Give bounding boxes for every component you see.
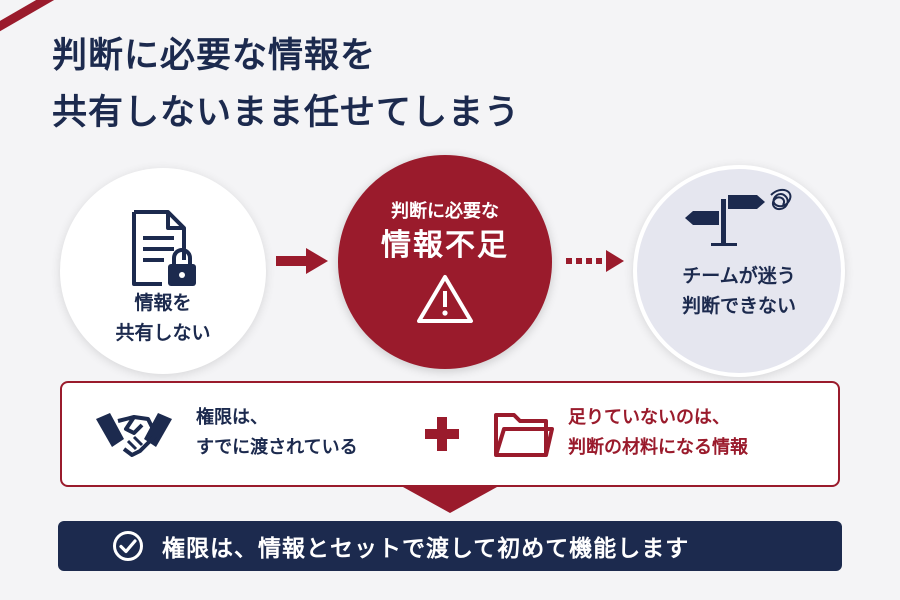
handshake-icon [96,413,172,457]
dotted-arrow-right-icon [566,250,624,272]
authority-text: 権限は、 すでに渡されている [196,403,358,463]
missing-info-line-2: 判断の材料になる情報 [568,437,748,458]
result-circle: チームが迷う 判断できない [633,165,845,377]
plus-icon [425,417,459,451]
document-lock-icon [132,210,196,286]
cause-label-line-2: 共有しない [115,322,211,344]
problem-label-small: 判断に必要な [391,201,499,222]
check-circle-icon [112,530,144,562]
cause-circle: 情報を 共有しない [60,168,266,374]
result-label-line-1: チームが迷う [682,265,796,287]
conclusion-bar: 権限は、情報とセットで渡して初めて機能します [58,521,842,571]
missing-info-text: 足りていないのは、 判断の材料になる情報 [568,403,748,463]
title-line-2: 共有しないまま任せてしまう [52,93,521,133]
cause-label-line-1: 情報を [134,292,192,314]
arrow-right-icon [276,248,328,274]
result-label-line-2: 判断できない [681,295,796,317]
conclusion-text: 権限は、情報とセットで渡して初めて機能します [162,536,690,562]
folder-icon [494,413,554,457]
missing-info-line-1: 足りていないのは、 [568,407,730,428]
problem-label-big: 情報不足 [381,228,509,263]
title-line-1: 判断に必要な情報を [52,36,377,76]
authority-line-2: すでに渡されている [196,437,358,458]
explanation-box: 権限は、 すでに渡されている 足りていないのは、 判断の材料になる情報 [60,381,840,487]
page-title: 判断に必要な情報を 共有しないまま任せてしまう [52,28,520,142]
authority-line-1: 権限は、 [196,407,268,428]
warning-icon [417,275,473,323]
problem-circle: 判断に必要な 情報不足 [338,155,552,369]
down-arrow-icon [403,487,497,513]
signpost-confusion-icon [685,188,792,246]
